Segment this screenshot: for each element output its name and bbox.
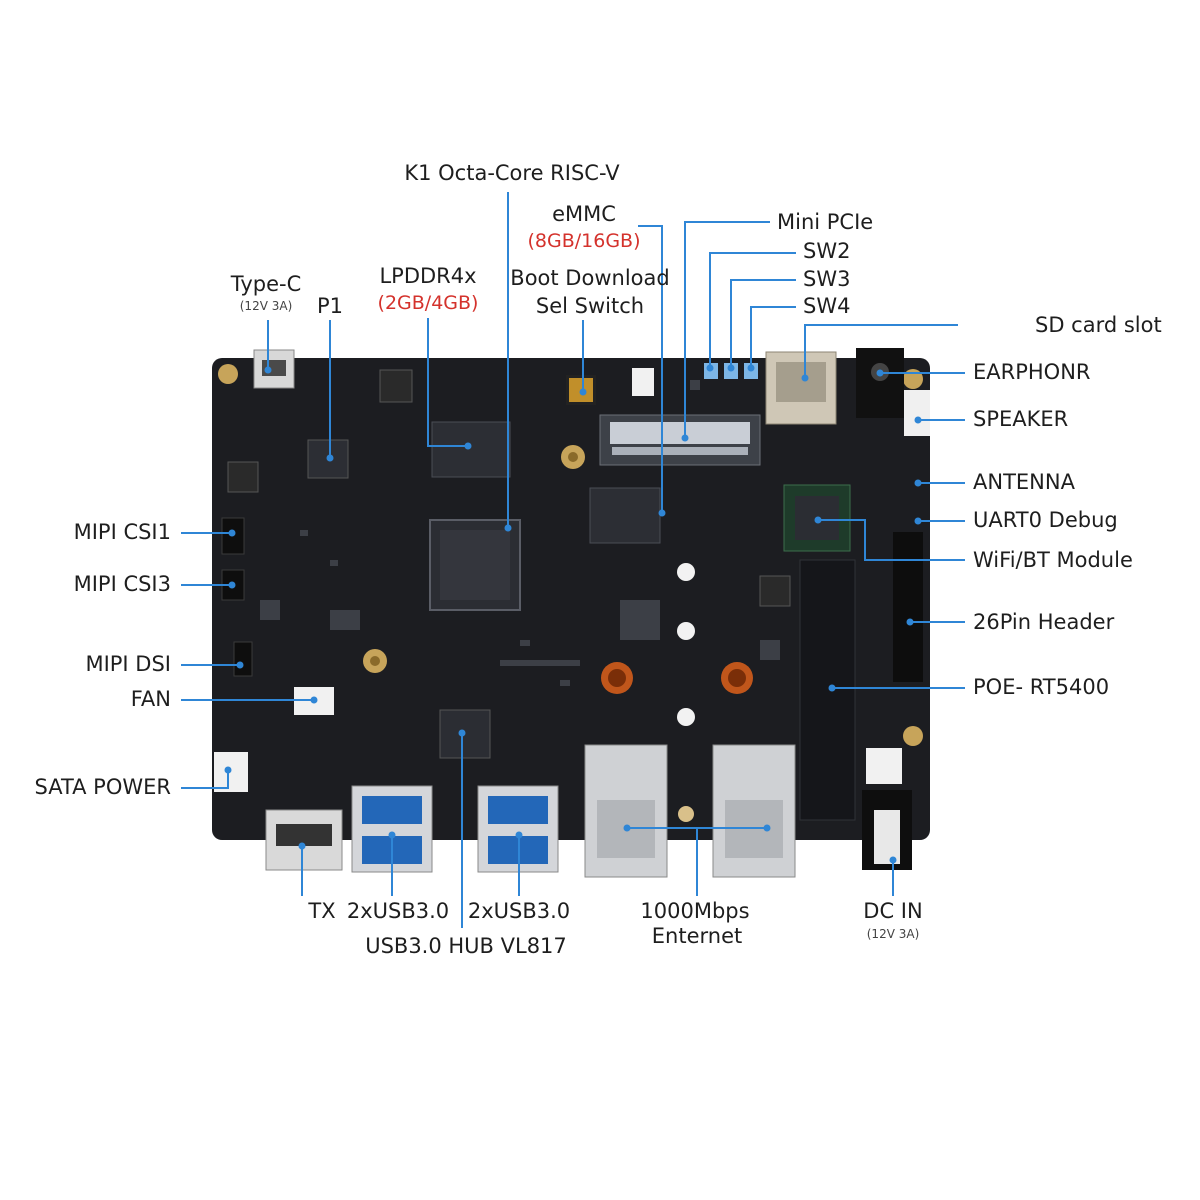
- pin-header: [893, 532, 923, 682]
- label-p1: P1: [316, 294, 344, 318]
- label-emmc: eMMC: [552, 202, 616, 226]
- label-eth-line1: 1000Mbps: [640, 899, 750, 923]
- label-usb-hub: USB3.0 HUB VL817: [365, 934, 567, 958]
- label-fan: FAN: [130, 687, 171, 711]
- emmc-chip: [589, 487, 661, 544]
- callout-sw3: [730, 279, 796, 368]
- label-sw2: SW2: [803, 239, 851, 263]
- mounting-hole-br: [903, 726, 923, 746]
- label-lpddr-size: (2GB/4GB): [377, 292, 479, 314]
- label-csi3: MIPI CSI3: [73, 572, 171, 596]
- callout-lpddr: [427, 318, 468, 447]
- label-eth-line2: Enternet: [651, 924, 743, 948]
- label-poe: POE- RT5400: [973, 675, 1110, 699]
- label-header: 26Pin Header: [973, 610, 1115, 634]
- label-typec: Type-C: [230, 272, 302, 296]
- callout-sata: [181, 770, 229, 789]
- label-antenna: ANTENNA: [973, 470, 1075, 494]
- label-k1: K1 Octa-Core RISC-V: [404, 161, 620, 185]
- label-boot-line1: Boot Download: [510, 266, 670, 290]
- label-uart: UART0 Debug: [973, 508, 1118, 532]
- label-dsi: MIPI DSI: [85, 652, 171, 676]
- callout-emmc: [638, 225, 663, 513]
- label-earphone: EARPHONR: [973, 360, 1091, 384]
- label-usb2: 2xUSB3.0: [467, 899, 571, 923]
- label-sd-card: SD card slot: [1035, 313, 1162, 337]
- label-speaker: SPEAKER: [973, 407, 1069, 431]
- label-emmc-size: (8GB/16GB): [527, 230, 641, 252]
- mounting-hole-tl: [218, 364, 238, 384]
- callout-mini-pcie: [684, 221, 770, 438]
- callout-sw4: [750, 306, 796, 368]
- poe-module: [799, 559, 856, 821]
- callout-sd: [804, 324, 958, 378]
- label-sw4: SW4: [803, 294, 851, 318]
- callout-sw2: [709, 252, 796, 368]
- pcb: [212, 358, 930, 840]
- label-lpddr: LPDDR4x: [379, 264, 477, 288]
- label-sata: SATA POWER: [34, 775, 171, 799]
- label-typec-spec: (12V 3A): [239, 299, 293, 313]
- label-usb1: 2xUSB3.0: [346, 899, 450, 923]
- callout-wifi: [818, 519, 965, 561]
- label-dcin-spec: (12V 3A): [866, 927, 920, 941]
- label-tx: TX: [308, 899, 336, 923]
- label-csi1: MIPI CSI1: [73, 520, 171, 544]
- label-mini-pcie: Mini PCIe: [777, 210, 874, 234]
- earphone-jack: [856, 348, 904, 418]
- label-boot-line2: Sel Switch: [535, 294, 645, 318]
- label-sw3: SW3: [803, 267, 851, 291]
- lpddr-chip: [431, 421, 511, 478]
- label-wifi: WiFi/BT Module: [973, 548, 1133, 572]
- label-dcin: DC IN: [863, 899, 923, 923]
